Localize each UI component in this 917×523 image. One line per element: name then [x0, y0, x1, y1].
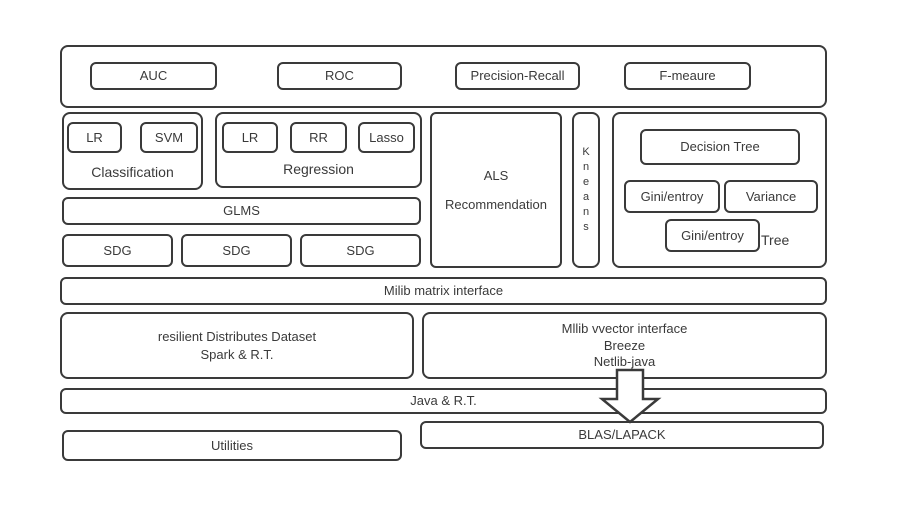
kmeans-box: K n e a n s	[572, 112, 600, 268]
kmeans-letter: a	[582, 191, 590, 203]
sdg-box: SDG	[181, 234, 292, 267]
lr-box: LR	[222, 122, 278, 153]
decision-tree-box: Decision Tree	[640, 129, 800, 165]
kmeans-letter: n	[582, 206, 590, 218]
matrix-interface-bar: Milib matrix interface	[60, 277, 827, 305]
metric-box-auc: AUC	[90, 62, 217, 90]
blas-lapack-box: BLAS/LAPACK	[420, 421, 824, 449]
vector-interface-line: Netlib-java	[593, 354, 656, 370]
metric-box-roc: ROC	[277, 62, 402, 90]
recommendation-label: Recommendation	[445, 196, 547, 212]
als-label: ALS	[483, 167, 509, 183]
sdg-box: SDG	[300, 234, 421, 267]
java-rt-bar: Java & R.T.	[60, 388, 827, 414]
variance-box: Variance	[724, 180, 818, 213]
kmeans-letter: e	[582, 176, 590, 188]
glms-bar: GLMS	[62, 197, 421, 225]
rdd-line: resilient Distributes Dataset	[157, 328, 317, 344]
kmeans-letter: s	[583, 221, 589, 233]
metric-box-f-measure: F-meaure	[624, 62, 751, 90]
vector-interface-line: Breeze	[603, 337, 646, 353]
rdd-line: Spark & R.T.	[200, 346, 274, 362]
classification-label: Classification	[91, 164, 174, 181]
lasso-box: Lasso	[358, 122, 415, 153]
rr-box: RR	[290, 122, 347, 153]
sdg-box: SDG	[62, 234, 173, 267]
als-recommendation-box: ALS Recommendation	[430, 112, 562, 268]
rdd-box: resilient Distributes Dataset Spark & R.…	[60, 312, 414, 379]
gini-entropy-box: Gini/entroy	[665, 219, 760, 252]
utilities-box: Utilities	[62, 430, 402, 461]
metric-box-precision-recall: Precision-Recall	[455, 62, 580, 90]
gini-entropy-box: Gini/entroy	[624, 180, 720, 213]
down-arrow-icon	[598, 368, 662, 424]
kmeans-letter: n	[582, 161, 590, 173]
regression-label: Regression	[283, 161, 354, 178]
tree-label: Tree	[761, 232, 790, 248]
vector-interface-line: Mllib vvector interface	[561, 321, 688, 337]
kmeans-letter: K	[582, 146, 590, 158]
lr-box: LR	[67, 122, 122, 153]
svm-box: SVM	[140, 122, 198, 153]
